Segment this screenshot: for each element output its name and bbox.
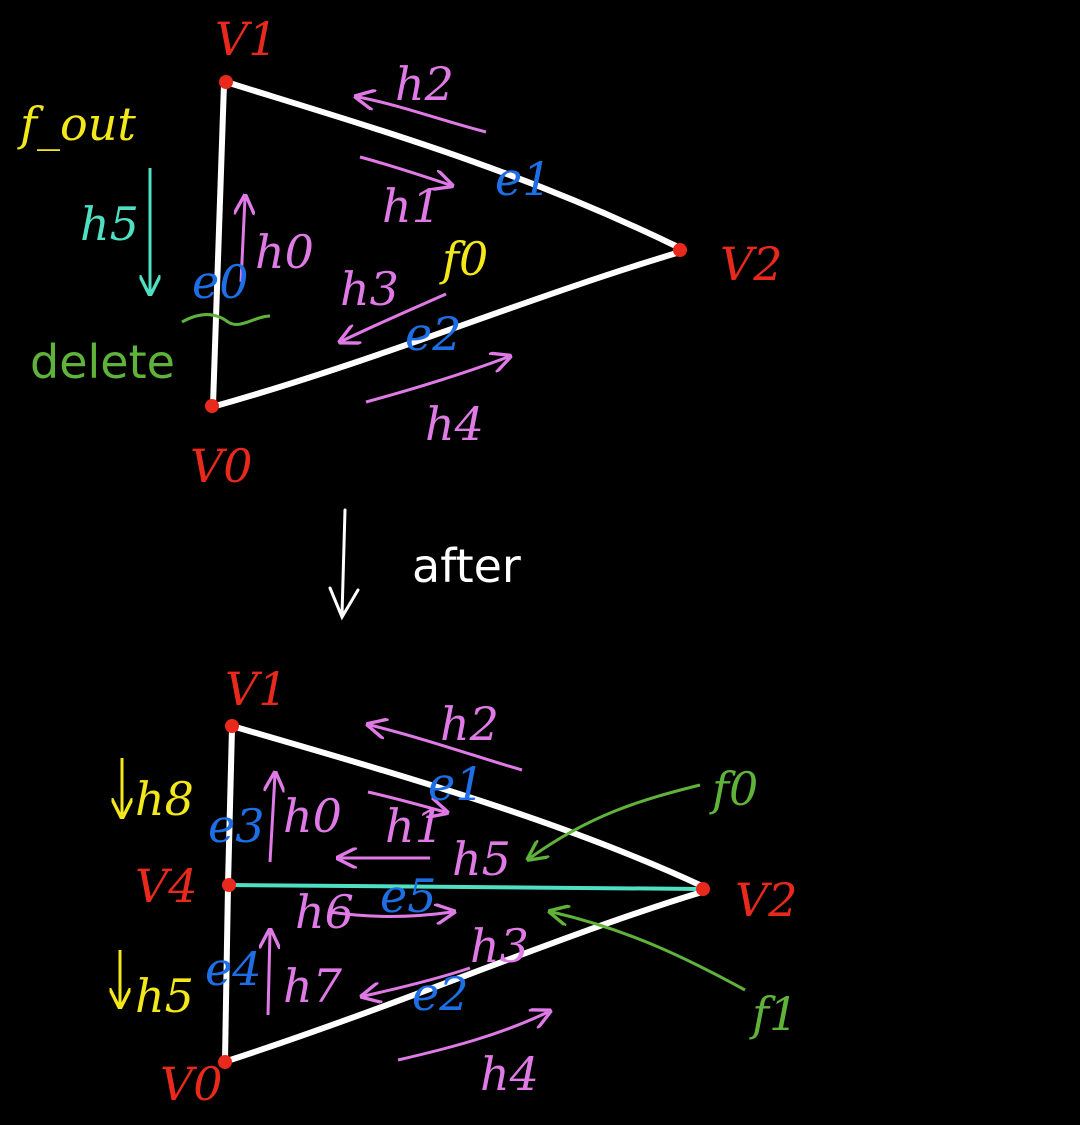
halfedge-label-h8-after: h8 [135,772,194,826]
edge-e1-after [229,723,705,889]
edge-e3-after [225,725,235,887]
halfedge-arrow-h2-before [358,97,487,134]
halfedge-label-h4-before: h4 [425,397,484,451]
face-label-f1-after: f1 [749,987,798,1041]
face-label-f0-after: f0 [709,762,758,816]
vertex-label-v1-after: V1 [225,662,288,716]
halfedge-label-h1-after: h1 [385,799,444,853]
edge-e2-after [221,889,705,1065]
halfedge-arrow-h4-before [365,357,508,404]
vertex-v4-after [222,878,236,892]
halfedge-arrow-h4-after [397,1012,548,1062]
halfedge-label-h7-after: h7 [283,959,343,1013]
halfedge-label-h5-outer-after: h5 [135,969,194,1023]
vertex-v2-before [673,243,687,257]
halfedge-label-h5-after: h5 [452,832,511,886]
halfedge-arrow-h3-after [364,966,471,996]
vertex-label-v2-after: V2 [735,873,798,927]
halfedge-label-h4-after: h4 [480,1047,539,1101]
vertex-label-v1-before: V1 [215,12,278,66]
delete-squiggle [181,313,271,326]
vertex-v1-before [219,75,233,89]
after-caption: after [412,539,521,593]
edge-e1-before [223,79,683,251]
vertex-v1-after [225,719,239,733]
edge-label-e1-before: e1 [495,152,552,206]
edge-e4-after [222,883,231,1063]
halfedge-arrow-h2-after [370,725,523,772]
halfedge-arrow-h1-after [367,790,445,812]
halfedge-arrow-h0-after [270,775,275,863]
face-label-fout-before: f_out [17,97,136,151]
halfedge-arrow-h3-before [342,292,447,341]
edge-label-e4-after: e4 [205,942,262,996]
delete-label: delete [30,335,175,389]
halfedge-label-h5-before: h5 [80,197,139,251]
halfedge-arrow-h1-before [359,155,450,185]
edge-e2-before [209,249,683,410]
vertex-v0-before [205,399,219,413]
transition: after [328,508,521,621]
face-pointer-f1 [552,912,746,992]
halfedge-label-h2-after: h2 [440,697,499,751]
edge-label-e2-before: e2 [405,307,462,361]
halfedge-arrow-h0-before [241,198,245,283]
halfedge-arrow-h7-after [268,932,270,1016]
vertex-v0-after [218,1055,232,1069]
edge-label-e3-after: e3 [208,799,265,853]
edge-label-e5-after: e5 [380,869,437,923]
edge-label-e1-after: e1 [428,757,485,811]
edge-e0-before [210,81,227,408]
edge-e5-after [228,883,704,891]
after-diagram: V1 V4 V2 V0 h2 h8 h0 h1 h5 h6 h3 h5 h7 h… [120,662,798,1111]
edge-label-e0-before: e0 [192,255,249,309]
edge-label-e2-after: e2 [412,967,469,1021]
halfedge-label-h0-before: h0 [255,225,314,279]
halfedge-arrow-h6-after [329,912,452,917]
vertex-label-v2-before: V2 [720,237,783,291]
halfedge-label-h0-after: h0 [283,789,342,843]
halfedge-label-h3-after: h3 [470,919,529,973]
halfedge-label-h6-after: h6 [295,885,354,939]
vertex-label-v0-before: V0 [190,439,253,493]
halfedge-label-h1-before: h1 [382,179,441,233]
face-label-f0-before: f0 [439,232,488,286]
halfedge-label-h2-before: h2 [395,57,454,111]
vertex-label-v4-after: V4 [135,859,198,913]
halfedge-label-h3-before: h3 [340,262,399,316]
face-pointer-f0 [530,783,701,858]
down-arrow-icon [328,508,360,621]
vertex-v2-after [696,882,710,896]
before-diagram: V1 V2 V0 h2 h1 h0 h3 h4 h5 e1 e2 e0 f0 f… [17,12,783,493]
vertex-label-v0-after: V0 [160,1057,223,1111]
